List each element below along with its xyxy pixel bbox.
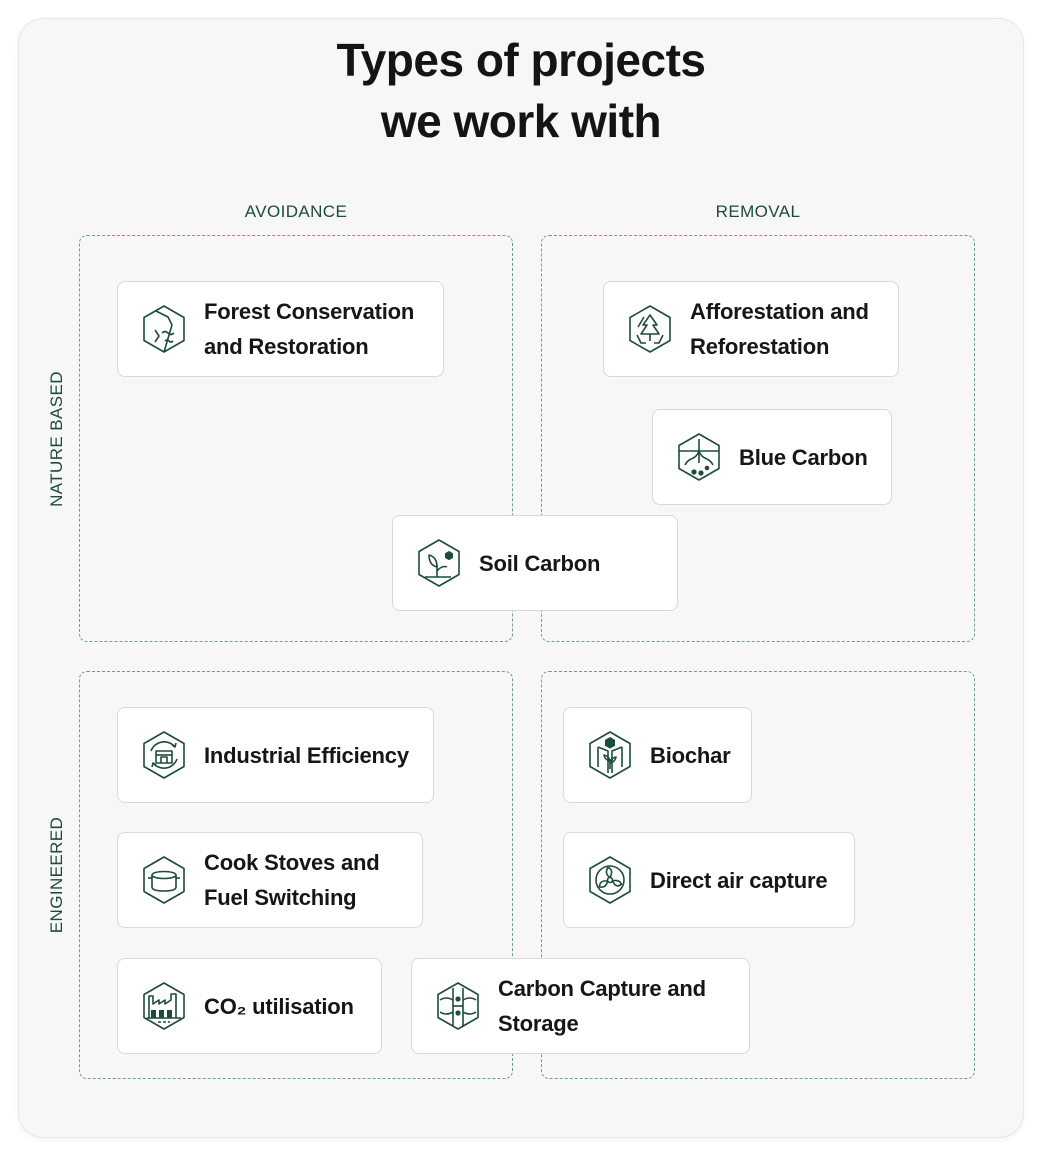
project-label: CO₂ utilisation [204, 993, 354, 1019]
project-card-cook-stoves[interactable]: Cook Stoves and Fuel Switching [117, 832, 423, 928]
title-line-1: Types of projects [336, 34, 706, 86]
project-label-line-2: Reforestation [690, 334, 830, 359]
project-card-carbon-capture-storage[interactable]: Carbon Capture and Storage [411, 958, 750, 1054]
fan-icon [584, 854, 636, 906]
project-label-line-2: Fuel Switching [204, 885, 357, 910]
project-card-co2-utilisation[interactable]: CO₂ utilisation [117, 958, 382, 1054]
cooking-pot-icon [138, 854, 190, 906]
quadrant-nature-avoidance [79, 235, 513, 642]
project-label-line-1: Afforestation and [690, 299, 869, 324]
project-card-biochar[interactable]: Biochar [563, 707, 752, 803]
sprout-icon [413, 537, 465, 589]
row-label-nature-based: NATURE BASED [47, 371, 66, 507]
project-label: Direct air capture [650, 867, 828, 893]
page-title: Types of projects we work with [0, 30, 1042, 152]
tree-recycle-icon [624, 303, 676, 355]
quadrant-engineered-avoidance [79, 671, 513, 1079]
column-label-removal: REMOVAL [715, 202, 801, 221]
project-card-direct-air-capture[interactable]: Direct air capture [563, 832, 855, 928]
project-card-soil-carbon[interactable]: Soil Carbon [392, 515, 678, 611]
biochar-icon [584, 729, 636, 781]
project-label-line-1: Carbon Capture and [498, 976, 706, 1001]
quadrant-nature-removal [541, 235, 975, 642]
project-label-line-1: Cook Stoves and [204, 850, 380, 875]
project-label: Biochar [650, 742, 731, 768]
project-card-industrial-efficiency[interactable]: Industrial Efficiency [117, 707, 434, 803]
title-line-2: we work with [380, 95, 662, 147]
row-label-engineered: ENGINEERED [47, 816, 66, 934]
project-label: Blue Carbon [739, 444, 868, 470]
project-card-afforestation[interactable]: Afforestation and Reforestation [603, 281, 899, 377]
project-label-line-2: and Restoration [204, 334, 369, 359]
project-card-blue-carbon[interactable]: Blue Carbon [652, 409, 892, 505]
factory-cycle-icon [138, 729, 190, 781]
factory-icon [138, 980, 190, 1032]
forest-conservation-icon [138, 303, 190, 355]
project-label: Industrial Efficiency [204, 742, 409, 768]
carbon-storage-icon [432, 980, 484, 1032]
project-label-line-1: Forest Conservation [204, 299, 415, 324]
quadrant-engineered-removal [541, 671, 975, 1079]
roots-icon [673, 431, 725, 483]
project-card-forest-conservation[interactable]: Forest Conservation and Restoration [117, 281, 444, 377]
column-label-avoidance: AVOIDANCE [244, 202, 348, 221]
project-label: Soil Carbon [479, 550, 601, 576]
project-label-line-2: Storage [498, 1011, 579, 1036]
